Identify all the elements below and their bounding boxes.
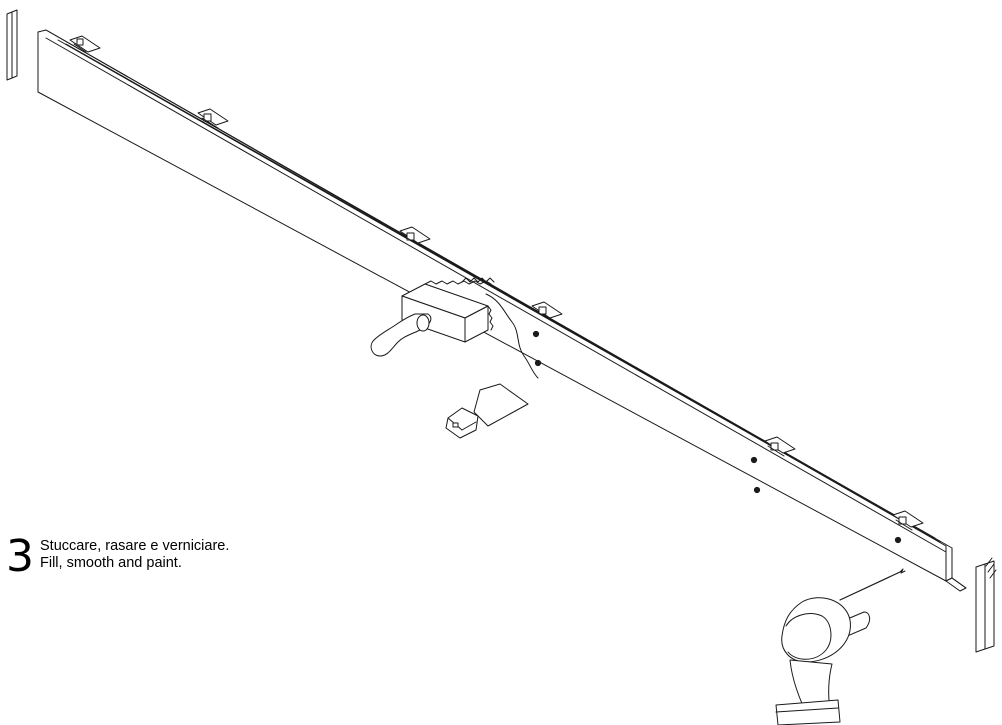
putty-knife bbox=[446, 384, 528, 438]
screw-holes bbox=[533, 331, 900, 542]
bracket-2 bbox=[198, 109, 228, 128]
bracket-3 bbox=[400, 227, 430, 246]
bracket-1 bbox=[70, 36, 100, 52]
paint-brush bbox=[371, 281, 493, 356]
right-wall-piece bbox=[976, 558, 996, 652]
left-wall-piece bbox=[7, 10, 17, 80]
bracket-5 bbox=[765, 437, 795, 456]
instruction-english: Fill, smooth and paint. bbox=[40, 555, 182, 571]
wooden-beam bbox=[38, 30, 966, 591]
instruction-italian: Stuccare, rasare e verniciare. bbox=[40, 538, 230, 554]
step-caption: 3 Stuccare, rasare e verniciare. Fill, s… bbox=[6, 532, 426, 592]
paint-edge bbox=[486, 294, 538, 378]
bracket-6 bbox=[893, 511, 923, 530]
step-instructions: Stuccare, rasare e verniciare. Fill, smo… bbox=[40, 538, 229, 572]
step-number: 3 bbox=[6, 531, 34, 582]
cordless-drill bbox=[776, 569, 905, 725]
bracket-4 bbox=[532, 302, 562, 321]
